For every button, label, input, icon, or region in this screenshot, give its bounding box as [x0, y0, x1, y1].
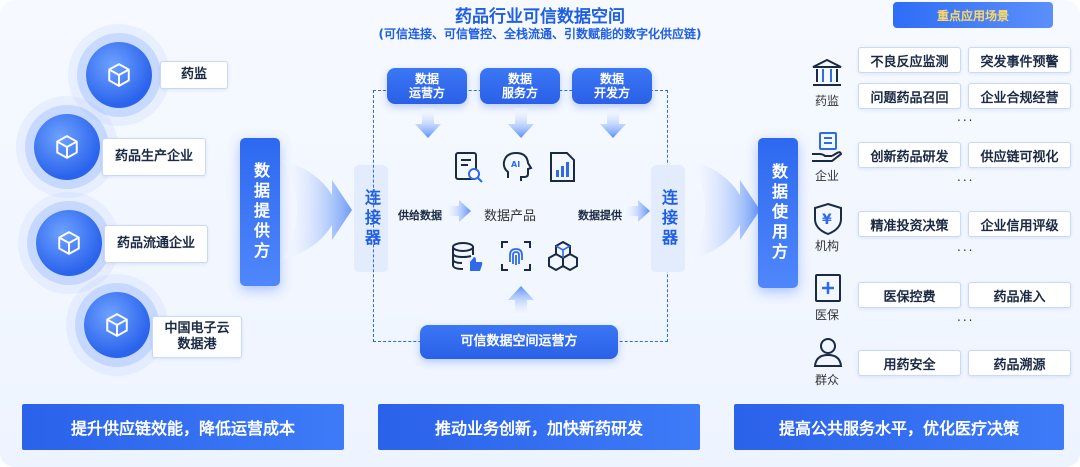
cube-icon: [36, 210, 102, 276]
right-arrow-icon: [445, 200, 471, 222]
user-label-enterprise: 企业: [814, 169, 839, 183]
medical-icon: [815, 274, 841, 302]
scenario-tag-item: 突发事件预警: [968, 47, 1071, 73]
government-icon: [812, 58, 842, 86]
user-label-public: 群众: [814, 373, 839, 387]
cubes-icon: [548, 240, 578, 272]
provider-drug-regulator: 药监: [160, 61, 228, 89]
person-icon: [813, 338, 843, 367]
database-like-icon: [452, 242, 483, 271]
provider-pharma-manufacturer: 药品生产企业: [102, 138, 206, 176]
connector-right: 连接器: [651, 165, 685, 272]
more-dots: ...: [957, 240, 975, 254]
scenario-tag-item: 药品准入: [968, 282, 1071, 308]
enterprise-icon: [812, 132, 843, 162]
right-arrow-icon: [624, 200, 650, 222]
scenario-tag-item: 精准投资决策: [858, 211, 961, 237]
banner-innovation: 推动业务创新，加快新药研发: [378, 404, 700, 450]
pill-trusted-space-operator: 可信数据空间运营方: [420, 325, 618, 359]
pill-data-developer: 数据 开发方: [572, 68, 652, 104]
cube-icon: [84, 292, 150, 358]
pill-data-operator: 数据 运营方: [387, 68, 467, 104]
banner-public-service: 提高公共服务水平，优化医疗决策: [734, 404, 1064, 450]
down-arrow-icon: [415, 108, 441, 138]
more-dots: ...: [957, 310, 975, 324]
bar-chart-doc-icon: [550, 152, 575, 182]
scenario-tag-item: 创新药品研发: [858, 142, 961, 168]
scenario-tag-item: 企业信用评级: [968, 211, 1071, 237]
flow-arrow-icon: [690, 160, 760, 260]
data-product-label: 数据产品: [484, 209, 537, 224]
pill-data-service: 数据 服务方: [480, 68, 560, 104]
finance-shield-icon: ¥: [814, 202, 842, 236]
connector-left: 连接器: [354, 165, 388, 272]
provider-cec-data-port: 中国电子云 数据港: [152, 316, 242, 358]
down-arrow-icon: [508, 108, 534, 138]
ai-head-icon: AI: [502, 151, 533, 181]
supply-data-label: 供给数据: [398, 209, 442, 222]
scenario-tag-item: 药品溯源: [968, 350, 1071, 376]
scenario-tag-item: 不良反应监测: [858, 47, 961, 73]
fingerprint-icon: [501, 241, 531, 271]
page-subtitle: (可信连接、可信管控、全栈流通、引数赋能的数字化供应链): [378, 27, 702, 41]
document-search-icon: [455, 152, 483, 183]
scenario-tag-item: 问题药品召回: [858, 83, 961, 109]
more-dots: ...: [957, 110, 975, 124]
scenario-tag-item: 供应链可视化: [968, 142, 1071, 168]
user-label-regulator: 药监: [814, 94, 839, 108]
up-arrow-icon: [508, 286, 534, 316]
data-provide-label: 数据提供: [578, 209, 622, 222]
scenario-tag-item: 医保控费: [858, 282, 961, 308]
scenario-tag-item: 用药安全: [858, 350, 961, 376]
user-label-medical-insurance: 医保: [814, 308, 839, 322]
banner-supply-chain: 提升供应链效能，降低运营成本: [22, 404, 344, 450]
svg-text:AI: AI: [511, 160, 520, 169]
page-title: 药品行业可信数据空间: [455, 7, 625, 27]
down-arrow-icon: [600, 108, 626, 138]
svg-text:¥: ¥: [822, 212, 832, 228]
scenario-tag: 重点应用场景: [893, 2, 1053, 28]
user-label-institution: 机构: [814, 239, 839, 253]
cube-icon: [86, 42, 152, 108]
provider-pharma-distributor: 药品流通企业: [104, 225, 208, 263]
data-user-bar: 数据使用方: [758, 138, 798, 288]
more-dots: ...: [957, 170, 975, 184]
scenario-tag-item: 企业合规经营: [968, 83, 1071, 109]
cube-icon: [34, 114, 100, 180]
flow-arrow-icon: [282, 160, 352, 260]
data-provider-bar: 数据提供方: [240, 138, 280, 286]
